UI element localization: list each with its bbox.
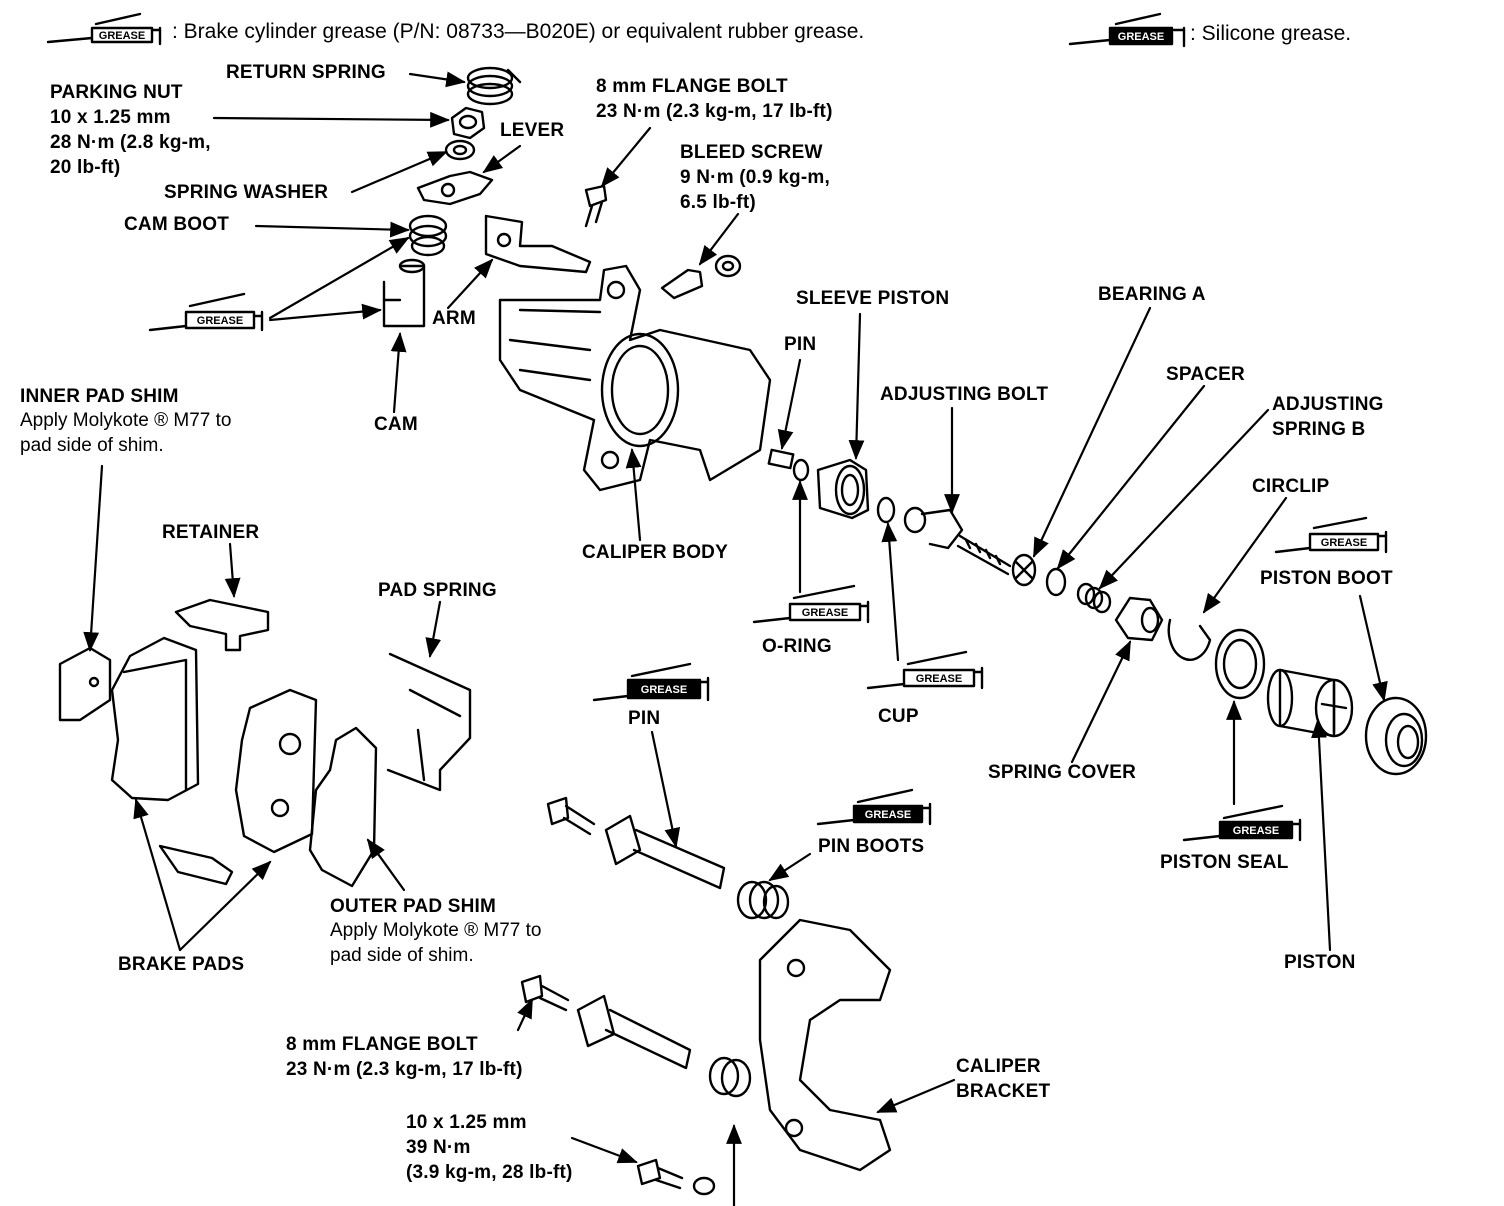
piston-seal-part [1214,628,1266,700]
circlip-part [1167,618,1212,661]
label-lever: LEVER [500,120,565,141]
label-spring-cover: SPRING COVER [988,762,1137,783]
label-inner-pad-shim: INNER PAD SHIM [20,386,179,407]
label-bleed-screw: BLEED SCREW 9 N·m (0.9 kg-m, 6.5 lb-ft) [680,142,830,213]
note-outer-pad-shim: Apply Molykote ® M77 to pad side of shim… [330,920,542,966]
cam-boot-part [408,214,448,257]
cup-part [876,496,896,524]
grease-tube-icon [866,650,984,690]
label-pad-spring: PAD SPRING [378,580,497,601]
silicone-tube-icon [1068,12,1186,48]
label-pin-mid: PIN [628,708,661,729]
flange-bolt-part [584,184,608,228]
label-cup: CUP [878,706,919,727]
label-flange-bolt-bottom: 8 mm FLANGE BOLT 23 N·m (2.3 kg-m, 17 lb… [286,1034,523,1080]
label-piston-seal: PISTON SEAL [1160,852,1289,873]
label-cam: CAM [374,414,418,435]
label-bearing-a: BEARING A [1098,284,1206,305]
leader-lines [83,71,1388,1206]
return-spring-part [466,66,522,106]
pad-spring-part [386,652,472,792]
label-return-spring: RETURN SPRING [226,62,386,83]
adjusting-spring-b-part [1076,582,1112,614]
label-bracket-bolt: 10 x 1.25 mm 39 N·m (3.9 kg-m, 28 lb-ft) [406,1112,573,1183]
spring-cover-part [1114,596,1164,642]
grease-tube-icon [148,292,264,332]
retainer-part [174,598,270,652]
label-caliper-body: CALIPER BODY [582,542,728,563]
pin-boot-part [708,1056,752,1098]
label-flange-bolt-top: 8 mm FLANGE BOLT 23 N·m (2.3 kg-m, 17 lb… [596,76,833,122]
label-spring-washer: SPRING WASHER [164,182,329,203]
caliper-bracket-part [758,918,892,1172]
label-circlip: CIRCLIP [1252,476,1330,497]
bracket-bolt-part [636,1158,716,1196]
label-adjusting-spring-b: ADJUSTING SPRING B [1272,394,1384,440]
legend-brake-grease: : Brake cylinder grease (P/N: 08733—B020… [172,20,865,43]
label-retainer: RETAINER [162,522,260,543]
label-pin-top: PIN [784,334,817,355]
brake-pad-part [234,688,318,854]
grease-tube-icon [752,584,870,624]
label-brake-pads: BRAKE PADS [118,954,245,975]
label-pin-boots: PIN BOOTS [818,836,925,857]
piston-boot-part [1364,696,1428,776]
label-o-ring: O-RING [762,636,832,657]
label-outer-pad-shim: OUTER PAD SHIM [330,896,497,917]
sleeve-piston-part [816,458,870,520]
cam-part [382,258,426,328]
pin-boot-part [736,880,790,920]
parking-nut-part [450,106,486,140]
silicone-tube-icon [816,788,932,826]
brake-pad-part [110,636,200,802]
label-spacer: SPACER [1166,364,1245,385]
caliper-body-part [498,264,772,492]
legend-silicone-grease: : Silicone grease. [1190,22,1352,45]
bolt-part [546,796,596,836]
pad-shim-part [158,844,234,886]
note-inner-pad-shim: Apply Molykote ® M77 to pad side of shim… [20,410,232,456]
lever-part [416,170,494,206]
pin-part [767,448,795,470]
label-arm: ARM [432,308,476,329]
label-cam-boot: CAM BOOT [124,214,230,235]
label-parking-nut: PARKING NUT 10 x 1.25 mm 28 N·m (2.8 kg-… [50,82,211,178]
spring-washer-part [444,139,476,161]
bearing-a-part [1011,553,1037,587]
arm-part [484,214,592,274]
label-caliper-bracket: CALIPER BRACKET [956,1056,1051,1102]
pin-part [604,814,726,890]
label-adjusting-bolt: ADJUSTING BOLT [880,384,1049,405]
grease-tube-icon [46,12,162,46]
pin-part [576,994,692,1070]
silicone-tube-icon [592,662,710,702]
bleed-screw-part [660,254,742,300]
flange-bolt-part [520,974,570,1012]
silicone-tube-icon [1182,804,1302,842]
label-piston: PISTON [1284,952,1356,973]
o-ring-part [792,458,810,482]
label-piston-boot: PISTON BOOT [1260,568,1393,589]
outer-pad-shim-part [308,726,378,888]
inner-pad-shim-part [58,646,112,722]
piston-part [1266,668,1354,738]
label-sleeve-piston: SLEEVE PISTON [796,288,950,309]
adjusting-bolt-part [903,506,1012,576]
spacer-part [1045,567,1067,597]
grease-tube-icon [1274,516,1388,554]
